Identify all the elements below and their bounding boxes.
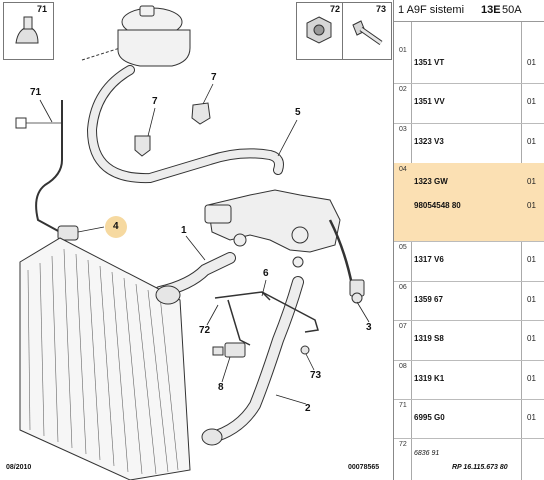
header-suffix: 50A [502, 4, 522, 16]
pipe-clip-icon [15, 16, 39, 44]
callout-7-left[interactable]: 7 [152, 96, 158, 107]
parts-row[interactable]: 04 1323 GW 98054548 80 01 01 [394, 163, 544, 242]
row-index: 05 [399, 244, 407, 251]
row-part-ref[interactable]: 1351 VV [414, 97, 445, 106]
row-part-ref[interactable]: 1323 GW [414, 177, 448, 186]
thumb-part-73[interactable] [342, 2, 392, 60]
parts-row[interactable]: 03 1323 V3 01 [394, 123, 544, 164]
row-index: 71 [399, 402, 407, 409]
row-part-ref[interactable]: 6995 G0 [414, 413, 445, 422]
row-quantity: 01 [527, 137, 536, 146]
row-index: 72 [399, 441, 407, 448]
row-quantity: 01 [527, 334, 536, 343]
thumb-label-73: 73 [376, 4, 387, 14]
parts-row[interactable]: 02 1351 VV 01 [394, 83, 544, 124]
row-index: 01 [399, 47, 407, 54]
row-index: 04 [399, 166, 407, 173]
row-quantity: 01 [527, 177, 536, 186]
callout-4[interactable]: 4 [113, 221, 119, 232]
thumb-label-72: 72 [330, 4, 341, 14]
row-index: 07 [399, 323, 407, 330]
row-quantity-alt: 01 [527, 201, 536, 210]
row-quantity: 01 [527, 374, 536, 383]
parts-row[interactable]: 06 1359 67 01 [394, 281, 544, 321]
parts-row[interactable]: 01 1351 VT 01 [394, 44, 544, 84]
row-quantity: 01 [527, 413, 536, 422]
parts-row[interactable]: 08 1319 K1 01 [394, 360, 544, 400]
diagram-date: 08/2010 [6, 464, 32, 471]
parts-row[interactable]: 72 6836 91 [394, 438, 544, 480]
row-index: 03 [399, 126, 407, 133]
panel-header: 1 A9F sistemi 13E 50A [394, 0, 544, 22]
callout-73[interactable]: 73 [310, 370, 322, 381]
callout-2[interactable]: 2 [305, 403, 311, 414]
row-part-ref-alt[interactable]: 98054548 80 [414, 201, 461, 210]
row-quantity: 01 [527, 58, 536, 67]
panel-footer-ref: RP 16.115.673 80 [452, 464, 508, 471]
parts-list-panel: 1 A9F sistemi 13E 50A 01 1351 VT 01 02 1351 … [393, 0, 544, 480]
header-prefix: 1 A9F sistemi [398, 4, 465, 16]
column-divider [411, 22, 412, 480]
parts-row[interactable]: 05 1317 V6 01 [394, 241, 544, 282]
callout-8[interactable]: 8 [218, 382, 224, 393]
callout-72[interactable]: 72 [199, 325, 211, 336]
callout-6[interactable]: 6 [263, 268, 269, 279]
parts-diagram: 71 72 73 71 7 7 5 4 1 6 72 8 73 2 3 08/2… [3, 2, 392, 480]
callout-1[interactable]: 1 [181, 225, 187, 236]
row-part-ref[interactable]: 1359 67 [414, 295, 443, 304]
row-part-ref[interactable]: 1317 V6 [414, 255, 444, 264]
row-part-ref[interactable]: 1319 S8 [414, 334, 444, 343]
column-divider [521, 22, 522, 480]
nut-icon [306, 16, 332, 44]
callout-3[interactable]: 3 [366, 322, 372, 333]
bolt-icon [352, 20, 383, 46]
thumb-label-71: 71 [37, 4, 48, 14]
row-index: 08 [399, 363, 407, 370]
callout-7-right[interactable]: 7 [211, 72, 217, 83]
row-index: 06 [399, 284, 407, 291]
row-part-ref[interactable]: 6836 91 [414, 450, 440, 457]
row-part-ref[interactable]: 1323 V3 [414, 137, 444, 146]
row-quantity: 01 [527, 295, 536, 304]
row-quantity: 01 [527, 97, 536, 106]
row-part-ref[interactable]: 1351 VT [414, 58, 445, 67]
parts-row[interactable]: 07 1319 S8 01 [394, 320, 544, 361]
row-index: 02 [399, 86, 407, 93]
drawing-ref: 00078565 [348, 464, 380, 471]
cooling-system-drawing [15, 5, 370, 480]
header-bold: 13E [481, 4, 501, 16]
row-quantity: 01 [527, 255, 536, 264]
thumb-part-72[interactable] [296, 2, 343, 60]
thumb-part-71[interactable] [3, 2, 54, 60]
callout-71-top[interactable]: 71 [30, 87, 42, 98]
parts-row[interactable]: 71 6995 G0 01 [394, 399, 544, 439]
row-part-ref[interactable]: 1319 K1 [414, 374, 445, 383]
callout-5[interactable]: 5 [295, 107, 301, 118]
